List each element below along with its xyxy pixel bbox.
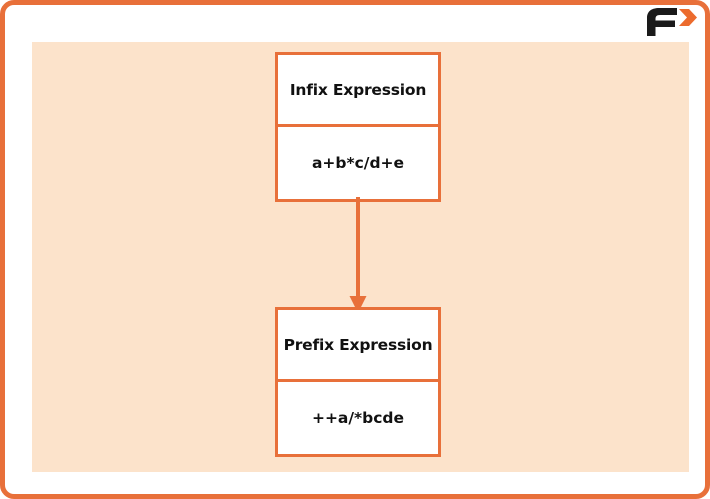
node-prefix-value-row: ++a/*bcde — [278, 382, 438, 454]
node-infix-title-row: Infix Expression — [278, 55, 438, 127]
node-prefix-title: Prefix Expression — [283, 335, 433, 354]
node-infix: Infix Expression a+b*c/d+e — [275, 52, 441, 202]
node-prefix-value: ++a/*bcde — [311, 409, 405, 427]
f-chevron-logo-icon — [643, 6, 699, 38]
node-prefix-title-row: Prefix Expression — [278, 310, 438, 382]
node-infix-title: Infix Expression — [289, 80, 427, 99]
node-prefix: Prefix Expression ++a/*bcde — [275, 307, 441, 457]
content-panel: Infix Expression a+b*c/d+e Prefix Expres… — [32, 42, 689, 472]
node-infix-value-row: a+b*c/d+e — [278, 127, 438, 199]
expression-conversion-diagram: Infix Expression a+b*c/d+e Prefix Expres… — [32, 42, 689, 472]
down-arrow-icon — [343, 197, 373, 313]
node-infix-value: a+b*c/d+e — [311, 154, 405, 172]
